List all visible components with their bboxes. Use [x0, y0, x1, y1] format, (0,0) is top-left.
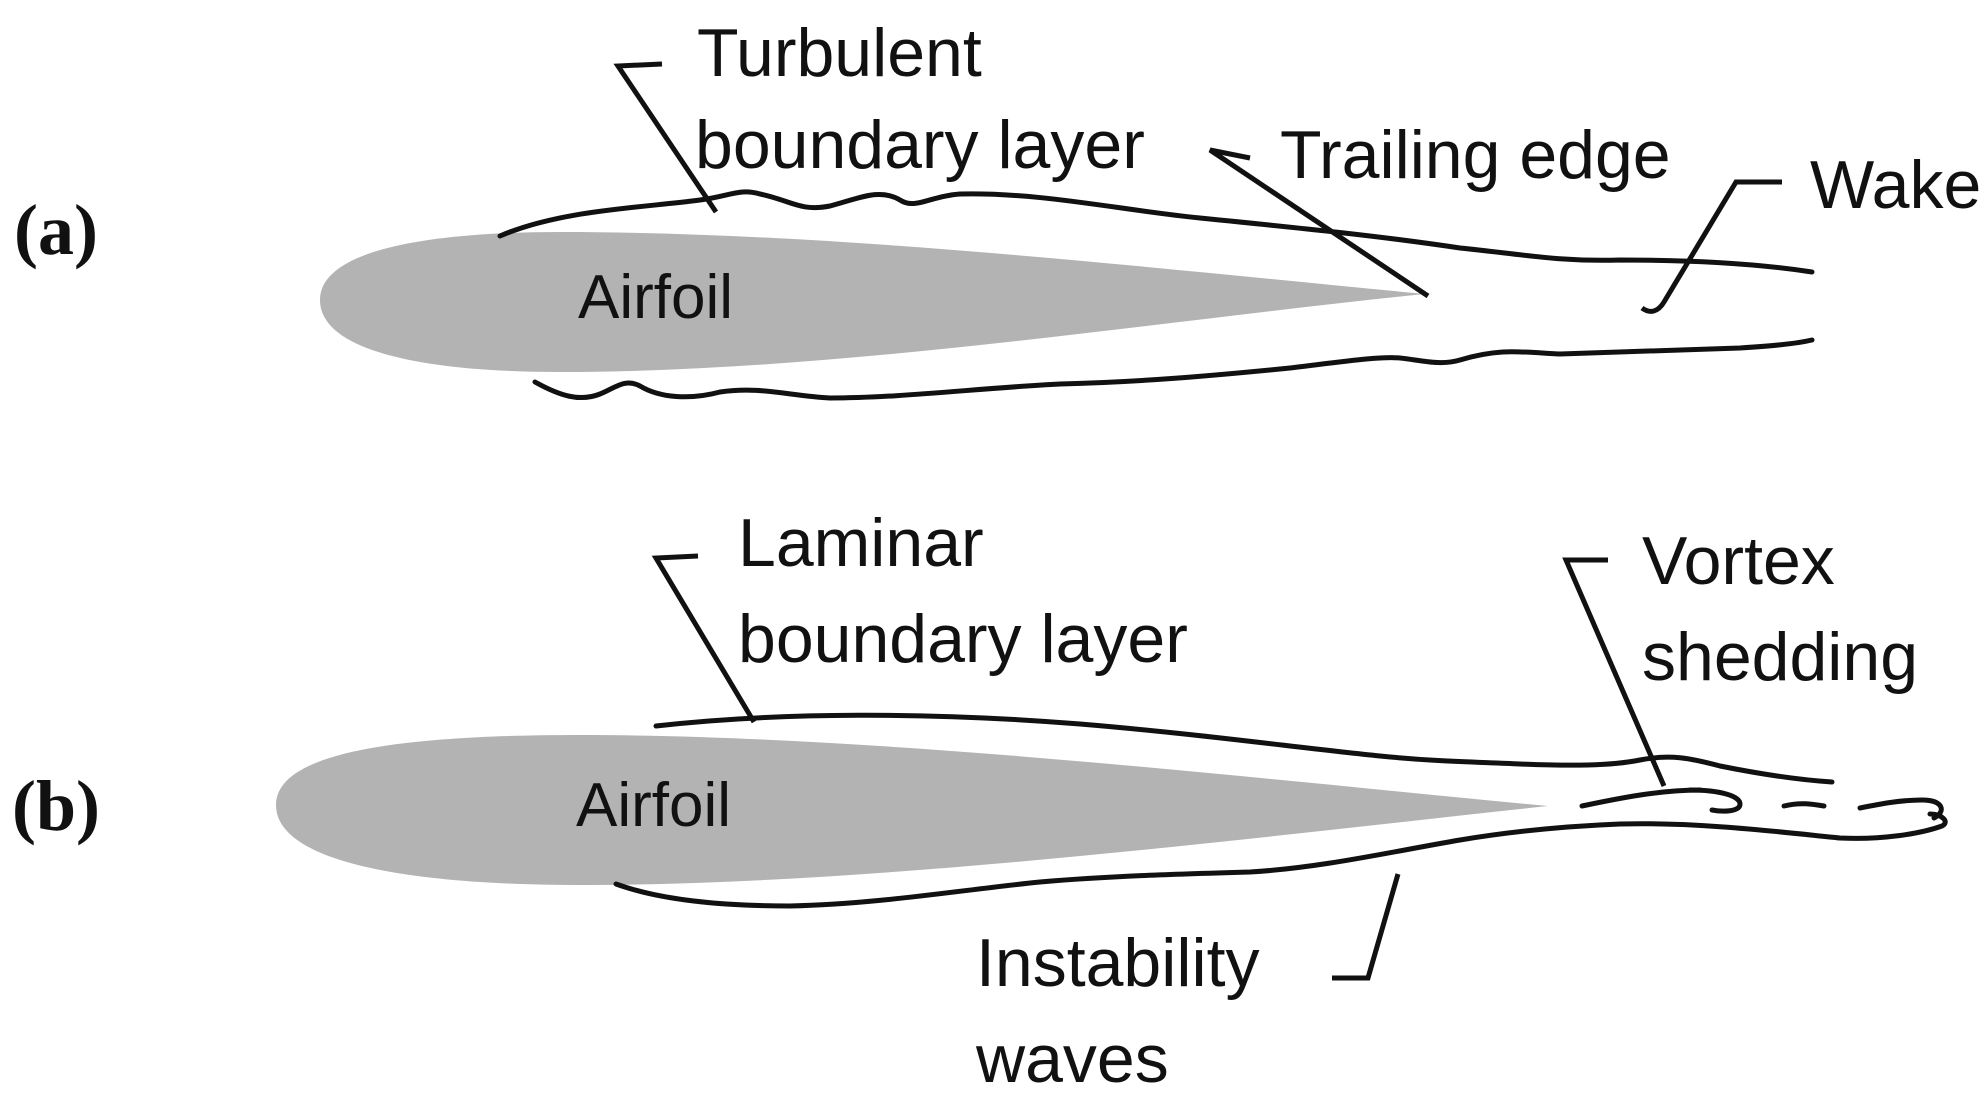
panel-a-airfoil [320, 232, 1425, 372]
panel-b-airfoil-label: Airfoil [576, 771, 731, 840]
panel-b-label: (b) [12, 766, 100, 846]
panel-b-laminar-line1: Laminar [738, 505, 984, 581]
panel-b-vortex-3 [1857, 797, 1944, 821]
panel-b-instability-line1: Instability [976, 925, 1259, 1001]
panel-a-trailing-edge-label: Trailing edge [1280, 117, 1671, 193]
panel-a-airfoil-label: Airfoil [578, 263, 733, 332]
panel-b-instability-line2: waves [975, 1021, 1169, 1097]
panel-a-turbulent-line1: Turbulent [697, 15, 982, 91]
panel-a: (a) Airfoil Turbulent boundary layer Tra… [14, 15, 1981, 401]
panel-b-laminar-line2: boundary layer [738, 601, 1188, 677]
panel-b-upper-boundary-edge [653, 712, 1835, 785]
panel-a-wake-label: Wake [1810, 147, 1981, 223]
panel-b-vortex-line1: Vortex [1642, 523, 1835, 599]
panel-a-turbulent-line2: boundary layer [695, 107, 1145, 183]
panel-a-label: (a) [14, 190, 98, 270]
panel-b-vortex-leader [1562, 557, 1667, 787]
panel-a-trailing-edge-leader [1208, 147, 1430, 299]
panel-b-vortex-line2: shedding [1642, 619, 1918, 695]
panel-b-instability-leader [1332, 873, 1401, 981]
panel-a-wake-leader [1640, 179, 1782, 314]
panel-b-lower-boundary-edge [613, 811, 1948, 909]
panel-b-vortex-2 [1781, 801, 1827, 809]
panel-a-upper-boundary-edge [497, 189, 1815, 275]
panel-b: (b) Airfoil Laminar boundary layer Vorte… [12, 505, 1948, 1097]
panel-a-lower-boundary-edge [532, 337, 1815, 401]
panel-b-airfoil [276, 735, 1548, 885]
panel-b-shear-layer-upper [1579, 787, 1703, 809]
panel-a-turbulent-leader [613, 61, 719, 214]
panel-b-laminar-leader [651, 553, 757, 724]
panel-b-vortex-1 [1687, 787, 1743, 814]
